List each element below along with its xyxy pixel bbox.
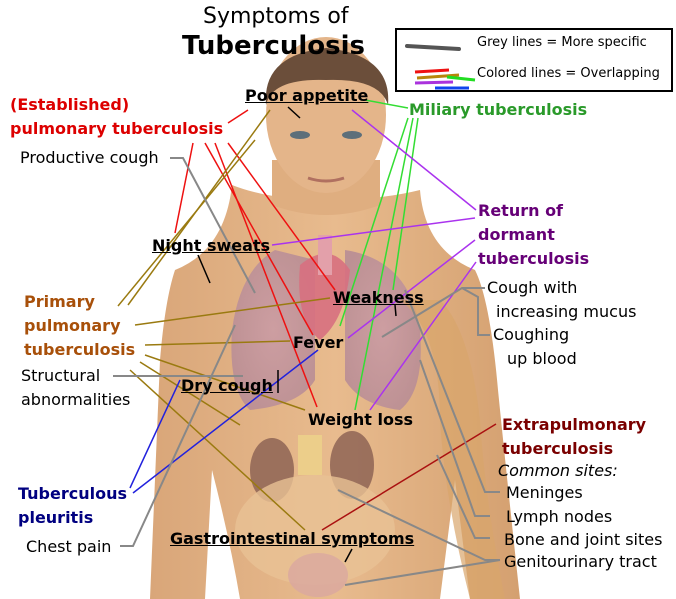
symptom-weakness: Weakness (333, 288, 424, 307)
legend-swatches (405, 44, 476, 90)
title-line-2: Tuberculosis (182, 31, 366, 61)
symptom-fever: Fever (293, 333, 344, 352)
purple-line-swatch-icon (414, 80, 454, 85)
title-line-1: Symptoms of (203, 4, 349, 29)
lungs-illustration (231, 235, 421, 410)
specific-structural-abnormalities: Structural abnormalities (21, 366, 131, 409)
grey-line-swatch-icon (405, 44, 461, 51)
specific-chest-pain: Chest pain (26, 537, 112, 556)
olive-line-swatch-icon (416, 73, 460, 80)
legend-grey-label: Grey lines = More specific (477, 35, 647, 50)
site-lymph-nodes: Lymph nodes (506, 507, 613, 526)
connector-lines (113, 99, 501, 586)
symptom-gastrointestinal: Gastrointestinal symptoms (170, 529, 415, 548)
miliary-tb-label: Miliary tuberculosis (409, 100, 588, 119)
dormant-tb-label: Return of dormant tuberculosis (478, 201, 590, 268)
site-meninges: Meninges (506, 483, 583, 502)
specific-productive-cough: Productive cough (20, 148, 159, 167)
established-pulmonary-tb-label: (Established) pulmonary tuberculosis (10, 95, 224, 138)
red-line-swatch-icon (414, 68, 450, 74)
tuberculous-pleuritis-label: Tuberculous pleuritis (18, 484, 128, 527)
torso (150, 37, 520, 599)
legend-box: Grey lines = More specific Colored lines… (395, 28, 673, 92)
symptom-weight-loss: Weight loss (308, 410, 413, 429)
common-sites-header: Common sites: (498, 461, 618, 480)
site-bone-joint: Bone and joint sites (504, 530, 663, 549)
green-line-swatch-icon (446, 75, 476, 82)
symptom-poor-appetite: Poor appetite (245, 86, 369, 105)
extrapulmonary-tb-label: Extrapulmonary tuberculosis (502, 415, 647, 458)
specific-coughing-blood: Coughing up blood (493, 325, 577, 368)
specific-cough-with-mucus: Cough with increasing mucus (487, 278, 637, 321)
site-genitourinary: Genitourinary tract (504, 552, 657, 571)
symptom-night-sweats: Night sweats (152, 236, 271, 255)
primary-pulmonary-tb-label: Primary pulmonary tuberculosis (24, 292, 136, 359)
symptom-dry-cough: Dry cough (181, 376, 273, 395)
legend-colored-label: Colored lines = Overlapping (477, 66, 660, 81)
